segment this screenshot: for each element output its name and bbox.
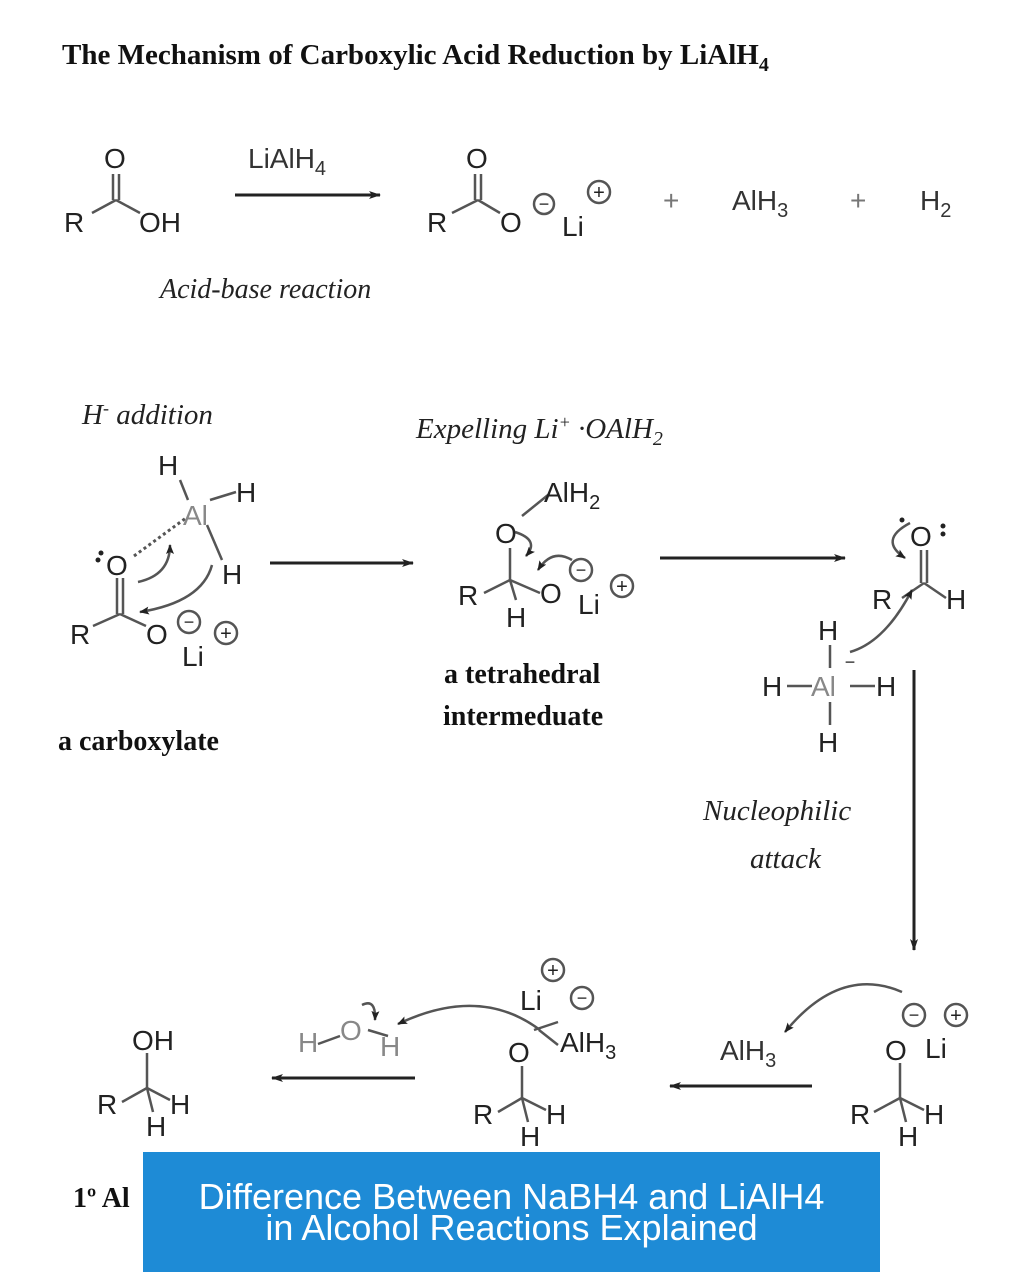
carboxylate-caption: a carboxylate (58, 726, 219, 757)
lone-pair-dot (98, 550, 104, 556)
alkoxide-h-bottom: H (898, 1121, 918, 1152)
acid-hydroxyl: OH (139, 207, 181, 238)
plus-sign: + (850, 185, 866, 216)
minus-charge: − (539, 194, 550, 214)
aluminum-alkoxide (317, 957, 595, 1123)
alcohol-h-right: H (170, 1089, 190, 1120)
alkoxide-oxygen: O (508, 1037, 530, 1068)
carboxylate-oxygen: O (500, 207, 522, 238)
h2-product: H2 (920, 185, 951, 222)
carboxylate-r-group: R (427, 207, 447, 238)
lithium-ion: Li (578, 589, 600, 620)
caption-banner: Difference Between NaBH4 and LiAlH4 in A… (143, 1152, 880, 1272)
minus-charge: − (909, 1005, 920, 1025)
hydride-h-bottom: H (222, 559, 242, 590)
expelling-label: Expelling Li+ ·OAlH2 (415, 412, 663, 450)
alkoxide-h-right: H (924, 1099, 944, 1130)
water-h-left: H (298, 1027, 318, 1058)
minus-charge: − (577, 988, 588, 1008)
alcohol-r-group: R (97, 1089, 117, 1120)
primary-alcohol (121, 1053, 171, 1113)
plus-charge: + (616, 576, 628, 598)
aluminum-hydride-anion (787, 645, 875, 725)
primary-alcohol-caption: 1º Al (73, 1183, 130, 1214)
aldehyde-h: H (946, 584, 966, 615)
lone-pair-dot (899, 517, 905, 523)
aldehyde (849, 521, 947, 654)
lithium-ion: Li (520, 985, 542, 1016)
water-h-right: H (380, 1031, 400, 1062)
alcohol-hydroxyl: OH (132, 1025, 174, 1056)
alh3-group: AlH3 (560, 1027, 616, 1064)
banner-text: Difference Between NaBH4 and LiAlH4 in A… (198, 1176, 825, 1248)
plus-sign: + (663, 185, 679, 216)
minus-charge: − (184, 612, 195, 632)
carboxylic-acid (91, 174, 141, 215)
intermediate-oxygen: O (540, 578, 562, 609)
carboxylate-complex (92, 479, 239, 646)
alh4-h-right: H (876, 671, 896, 702)
lithium-alkoxide (784, 983, 969, 1123)
alkoxide-r-group: R (473, 1099, 493, 1130)
alh2-group: AlH2 (544, 477, 600, 514)
alh4-h-bottom: H (818, 727, 838, 758)
acid-r-group: R (64, 207, 84, 238)
lone-pair-dot (940, 523, 946, 529)
nucleophilic-label-line2: attack (750, 843, 822, 875)
lone-pair-dot (940, 531, 946, 537)
complex-oxygen: O (146, 619, 168, 650)
lithium-ion: Li (182, 641, 204, 672)
alh4-h-left: H (762, 671, 782, 702)
carbonyl-oxygen: O (106, 550, 128, 581)
alkoxide-oxygen: O (885, 1035, 907, 1066)
page-title: The Mechanism of Carboxylic Acid Reducti… (62, 39, 769, 76)
lithium-carboxylate (451, 174, 612, 216)
carboxylate-carbonyl-oxygen: O (466, 143, 488, 174)
intermediate-oxygen-top: O (495, 518, 517, 549)
hydride-h-right: H (236, 477, 256, 508)
tetrahedral-caption-line2: intermeduate (443, 701, 603, 732)
plus-charge: + (593, 182, 605, 204)
intermediate-r-group: R (458, 580, 478, 611)
plus-charge: + (547, 960, 559, 982)
lialh4-reagent: LiAlH4 (248, 143, 326, 180)
aluminum-atom: Al (183, 500, 208, 531)
nucleophilic-label-line1: Nucleophilic (702, 795, 851, 827)
acid-carbonyl-oxygen: O (104, 143, 126, 174)
alh3-product: AlH3 (732, 185, 788, 222)
alh3-reagent: AlH3 (720, 1035, 776, 1072)
alh4-aluminum: Al (811, 671, 836, 702)
intermediate-h: H (506, 602, 526, 633)
alkoxide-r-group: R (850, 1099, 870, 1130)
minus-charge: − (845, 652, 856, 672)
lithium-ion: Li (925, 1033, 947, 1064)
plus-charge: + (220, 623, 232, 645)
aldehyde-r-group: R (872, 584, 892, 615)
plus-charge: + (950, 1005, 962, 1027)
hydride-h-top: H (158, 450, 178, 481)
tetrahedral-intermediate (483, 494, 635, 601)
tetrahedral-caption-line1: a tetrahedral (444, 659, 601, 690)
aldehyde-oxygen: O (910, 521, 932, 552)
acid-base-label: Acid-base reaction (158, 274, 371, 305)
lithium-ion: Li (562, 211, 584, 242)
alcohol-h-bottom: H (146, 1111, 166, 1142)
lone-pair-dot (95, 557, 101, 563)
alkoxide-h-right: H (546, 1099, 566, 1130)
alh4-h-top: H (818, 615, 838, 646)
complex-r-group: R (70, 619, 90, 650)
hydride-addition-label: H- addition (81, 398, 213, 431)
water-oxygen: O (340, 1015, 362, 1046)
alkoxide-h-bottom: H (520, 1121, 540, 1152)
minus-charge: − (576, 560, 587, 580)
